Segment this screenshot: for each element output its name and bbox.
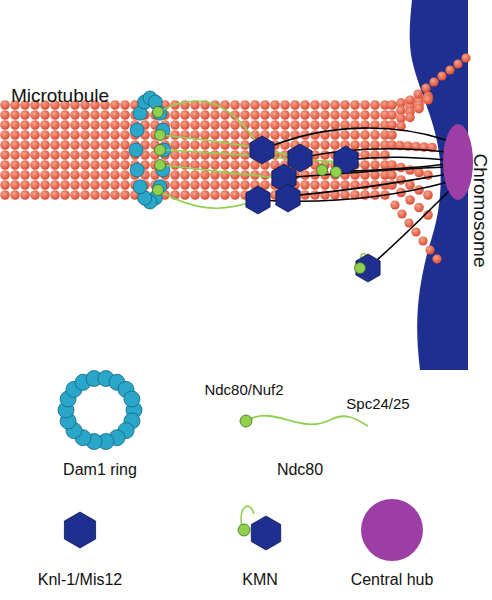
bead bbox=[437, 71, 446, 80]
bead bbox=[331, 167, 342, 178]
bead bbox=[413, 89, 422, 98]
bead bbox=[124, 391, 140, 407]
bead bbox=[155, 160, 166, 171]
hexagon bbox=[64, 512, 95, 548]
microtubule-lattice bbox=[0, 100, 390, 200]
bead bbox=[387, 130, 397, 140]
hexagon bbox=[276, 184, 300, 212]
legend-text: KMN bbox=[242, 571, 278, 589]
bead bbox=[153, 185, 164, 196]
bead bbox=[396, 175, 406, 185]
ndc80-heads bbox=[153, 107, 366, 274]
label-text: Chromosome bbox=[470, 153, 491, 267]
bead bbox=[432, 254, 441, 263]
bead bbox=[411, 227, 420, 236]
hexagon bbox=[250, 136, 274, 164]
legend-kmn bbox=[238, 506, 281, 550]
bead bbox=[129, 143, 143, 157]
bead bbox=[155, 130, 166, 141]
legend-text: Central hub bbox=[351, 571, 434, 589]
central-hub bbox=[443, 124, 473, 200]
bead bbox=[133, 180, 147, 194]
ndc80-fibres bbox=[158, 101, 368, 263]
bead bbox=[421, 83, 430, 92]
hexagon bbox=[251, 516, 280, 550]
bead bbox=[387, 110, 397, 120]
bead bbox=[130, 123, 144, 137]
knl1-mis12-hexagons bbox=[246, 136, 380, 282]
bead bbox=[414, 203, 424, 213]
bead bbox=[429, 77, 438, 86]
bead bbox=[425, 245, 434, 254]
bead bbox=[130, 163, 144, 177]
bead bbox=[405, 165, 415, 175]
label-text: Spc24/25 bbox=[346, 396, 409, 413]
legend-dam1-ring bbox=[58, 370, 142, 449]
bead bbox=[355, 263, 366, 274]
bead bbox=[397, 209, 406, 218]
legend-text: Dam1 ring bbox=[63, 461, 137, 479]
bead bbox=[453, 59, 462, 68]
bead bbox=[461, 53, 470, 62]
bead bbox=[390, 200, 399, 209]
bead bbox=[387, 180, 397, 190]
bead bbox=[387, 100, 397, 110]
legend-text: Knl-1/Mis12 bbox=[38, 571, 122, 589]
bead bbox=[405, 195, 415, 205]
bead bbox=[418, 236, 427, 245]
label-text: Ndc80/Nuf2 bbox=[204, 382, 283, 399]
bead bbox=[423, 95, 433, 105]
bead bbox=[155, 145, 166, 156]
bead bbox=[414, 104, 424, 114]
label-text: Microtubule bbox=[11, 86, 109, 107]
hexagon bbox=[246, 186, 270, 214]
legend-central-hub bbox=[361, 499, 423, 561]
bead bbox=[317, 165, 328, 176]
bead bbox=[387, 170, 397, 180]
hexagon bbox=[288, 144, 312, 172]
bead bbox=[405, 113, 415, 123]
legend-knl1-mis12 bbox=[64, 512, 95, 548]
bead bbox=[445, 65, 454, 74]
hub-links bbox=[258, 128, 450, 268]
legend-ndc80 bbox=[240, 415, 368, 427]
legend-text: Ndc80 bbox=[277, 461, 323, 479]
bead bbox=[238, 524, 250, 536]
bead bbox=[153, 107, 164, 118]
bead bbox=[405, 95, 414, 104]
bead bbox=[423, 190, 433, 200]
